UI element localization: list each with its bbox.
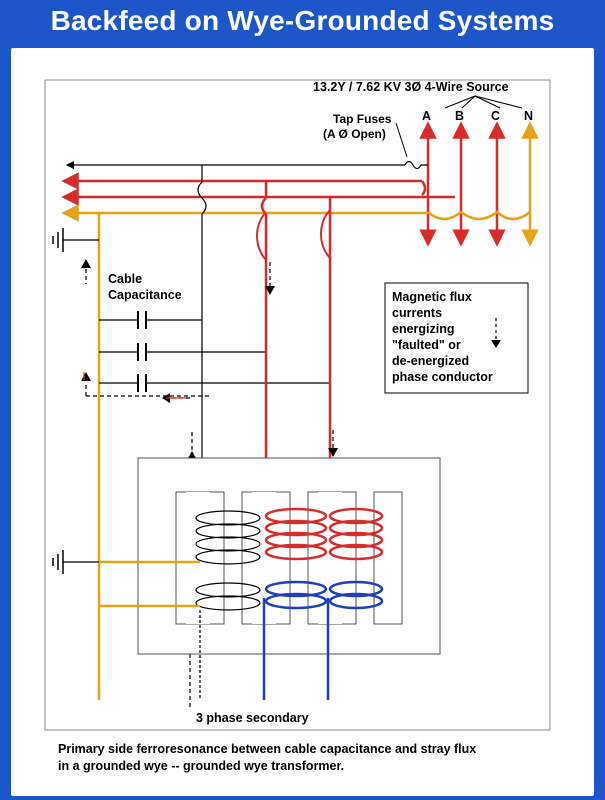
coil-c-primary	[328, 507, 384, 561]
legend-line-3: energizing	[392, 322, 455, 336]
tap-fuses-label: Tap Fuses	[333, 112, 392, 126]
secondary-leads	[262, 598, 330, 700]
source-spread-lines	[444, 95, 523, 109]
phase-label-c: C	[491, 109, 500, 123]
source-conductors	[419, 121, 539, 247]
phase-b-drop	[255, 181, 268, 490]
phase-label-a: A	[422, 109, 431, 123]
tap-fuse-pointer	[395, 122, 408, 158]
page-title: Backfeed on Wye-Grounded Systems	[50, 5, 555, 36]
phase-c-drop	[319, 197, 332, 490]
coil-a-primary	[195, 510, 261, 565]
legend-flux-arrow-icon	[491, 318, 501, 348]
coil-c-secondary	[328, 580, 384, 610]
secondary-label: 3 phase secondary	[196, 711, 309, 725]
feeder-lines	[61, 160, 455, 222]
legend-line-2: currents	[392, 306, 442, 320]
coil-a-secondary	[195, 582, 261, 611]
ground-symbol-top	[52, 228, 64, 252]
ground-symbol-bottom	[52, 550, 64, 574]
coil-b-primary	[264, 507, 328, 561]
caption-line-2: in a grounded wye -- grounded wye transf…	[58, 759, 344, 773]
legend-line-1: Magnetic flux	[392, 290, 472, 304]
legend-line-4: "faulted" or	[392, 338, 461, 352]
diagram-border	[44, 79, 551, 731]
cable-capacitance-sublabel: Capacitance	[108, 288, 182, 302]
capacitor-bank	[99, 311, 330, 392]
caption-line-1: Primary side ferroresonance between cabl…	[58, 742, 476, 756]
source-label: 13.2Y / 7.62 KV 3Ø 4-Wire Source	[313, 80, 509, 94]
transformer-neutral-ties	[99, 560, 200, 608]
legend-line-5: de-energized	[392, 354, 469, 368]
cable-capacitance-label: Cable	[108, 272, 142, 286]
coil-b-secondary	[264, 580, 328, 610]
phase-a-drop	[197, 165, 207, 490]
legend-line-6: phase conductor	[392, 370, 493, 384]
phase-label-b: B	[455, 109, 464, 123]
transformer	[137, 457, 441, 655]
neutral-bus	[63, 213, 101, 700]
tap-fuses-sublabel: (A Ø Open)	[323, 127, 386, 141]
legend-box	[384, 282, 529, 394]
phase-label-n: N	[524, 109, 533, 123]
